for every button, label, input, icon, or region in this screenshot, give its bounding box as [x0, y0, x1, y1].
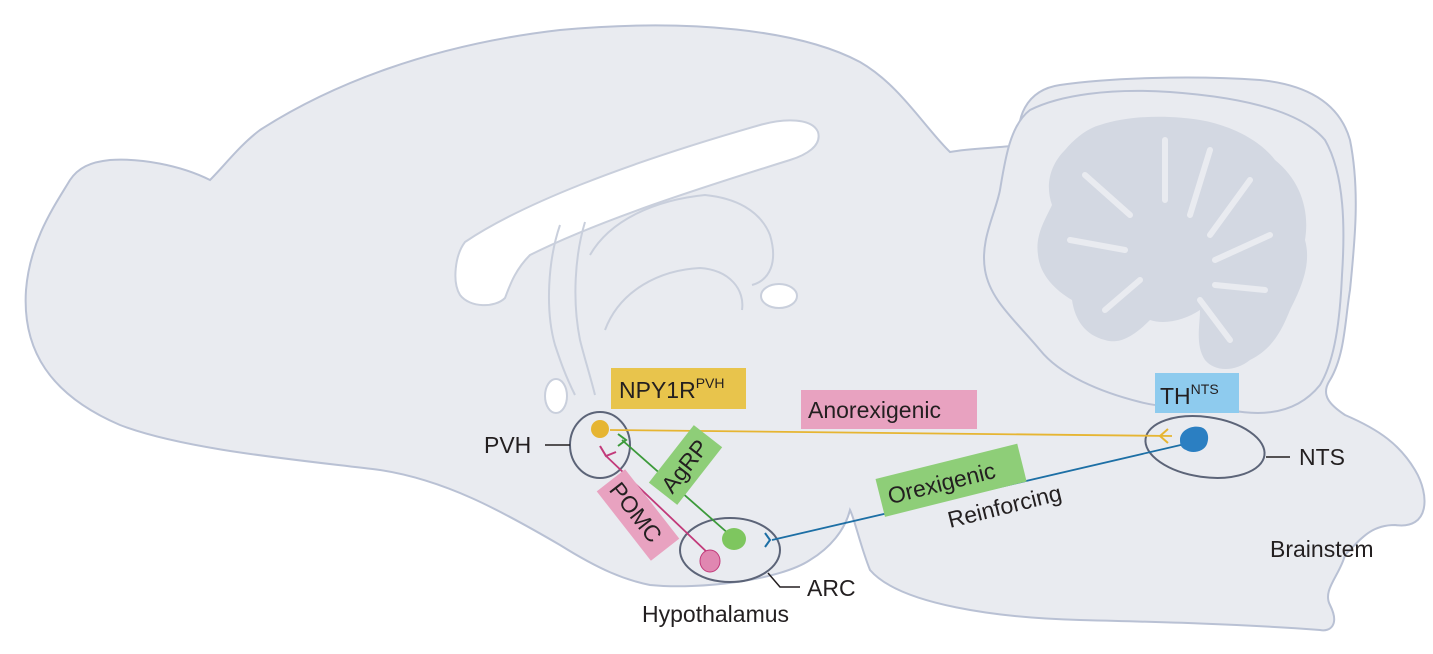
npy1r-neuron	[591, 420, 609, 438]
anorexigenic-label: Anorexigenic	[808, 397, 941, 423]
nts-region	[1144, 415, 1266, 479]
nts-label: NTS	[1299, 444, 1345, 470]
hippocampal-arc	[589, 193, 775, 286]
fornix-inner	[574, 221, 596, 396]
orexigenic-label-box	[875, 443, 1027, 517]
pomc-label-box	[596, 469, 680, 561]
npy1r-label: NPY1RPVH	[619, 375, 725, 403]
anterior-commissure	[760, 283, 798, 309]
small-nucleus	[544, 378, 568, 414]
thalamus-arc	[604, 266, 744, 331]
yellow-axon	[609, 429, 1173, 437]
npy1r-label-box	[611, 368, 746, 409]
yellow-axon-terminal	[1158, 428, 1169, 444]
arc-region	[679, 517, 781, 583]
blue-axon-terminal	[764, 532, 772, 548]
agrp-neuron	[722, 528, 746, 550]
cerebellum-arbor	[1037, 116, 1308, 369]
agrp-label-box	[648, 425, 723, 505]
th-label: THNTS	[1160, 381, 1219, 409]
th-label-box	[1155, 373, 1239, 413]
corpus-callosum	[454, 119, 820, 307]
arc-label: ARC	[807, 575, 856, 601]
arc-leader	[767, 572, 800, 588]
brainstem-label: Brainstem	[1270, 536, 1374, 562]
pink-axon-terminal	[599, 445, 617, 458]
th-neuron	[1180, 426, 1209, 452]
pvh-label: PVH	[484, 432, 531, 458]
green-axon-terminal	[617, 433, 628, 447]
hypothalamus-label: Hypothalamus	[642, 601, 789, 627]
cerebellum-folia	[1067, 137, 1273, 343]
pomc-neuron	[699, 549, 721, 573]
anorexigenic-label-box	[801, 390, 977, 429]
fornix	[547, 224, 576, 396]
